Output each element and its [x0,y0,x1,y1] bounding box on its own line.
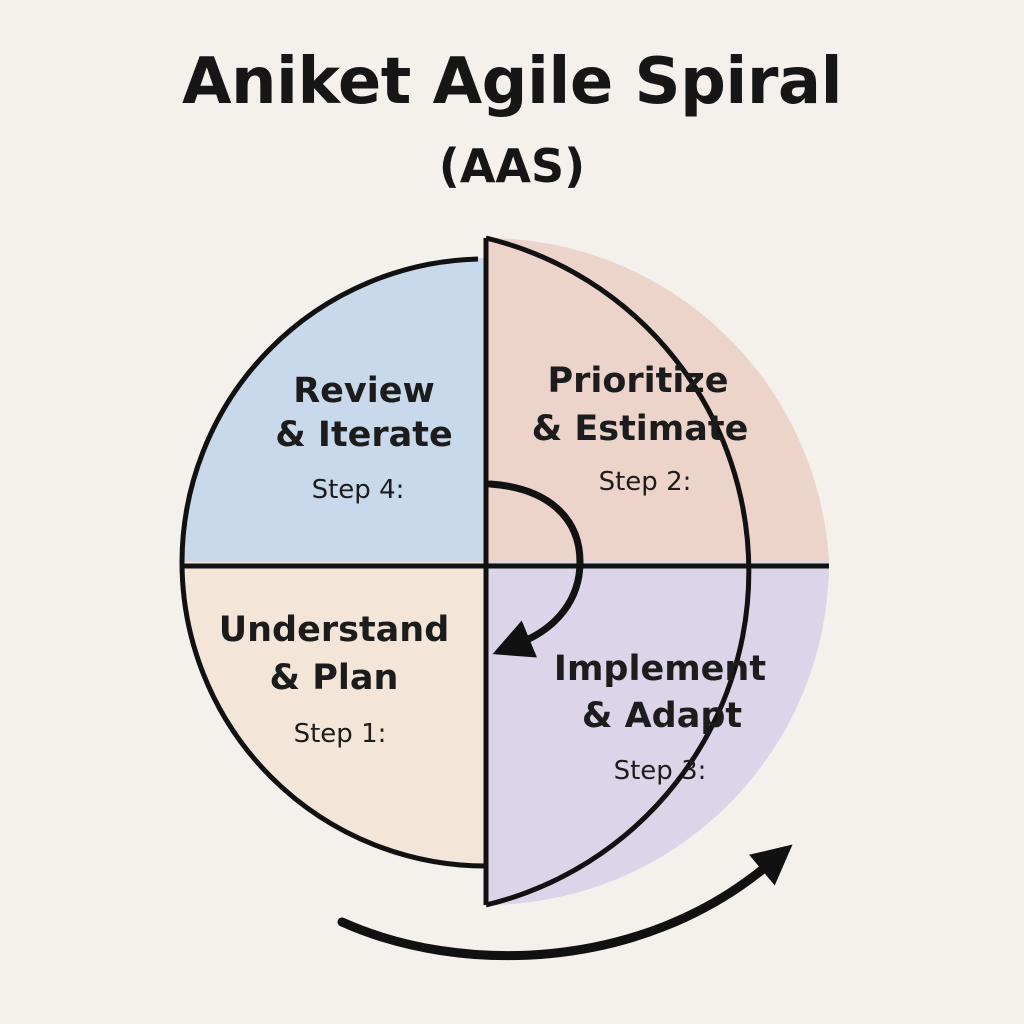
implement-title-line2: & Adapt [582,696,742,736]
implement-step-label: Step 3: [614,756,707,786]
quadrant-implement [486,562,829,905]
inner-curved-arrow-icon [486,480,584,658]
review-step-label: Step 4: [312,475,405,505]
quadrant-review [182,258,486,562]
understand-title-line1: Understand [219,610,450,650]
quadrant-prioritize [486,237,829,562]
implement-title-line1: Implement [554,649,766,689]
review-title-line1: Review [293,371,435,411]
understand-step-label: Step 1: [294,719,387,749]
review-title-line2: & Iterate [275,415,453,455]
outer-curved-arrow-icon [337,844,793,961]
prioritize-title-line2: & Estimate [532,409,749,449]
diagram-outline [179,235,829,908]
prioritize-step-label: Step 2: [599,467,692,497]
quadrant-understand [182,562,486,866]
prioritize-title-line1: Prioritize [547,361,728,401]
page-subtitle: (AAS) [438,139,586,193]
understand-title-line2: & Plan [270,658,399,698]
page-title: Aniket Agile Spiral [181,45,843,119]
